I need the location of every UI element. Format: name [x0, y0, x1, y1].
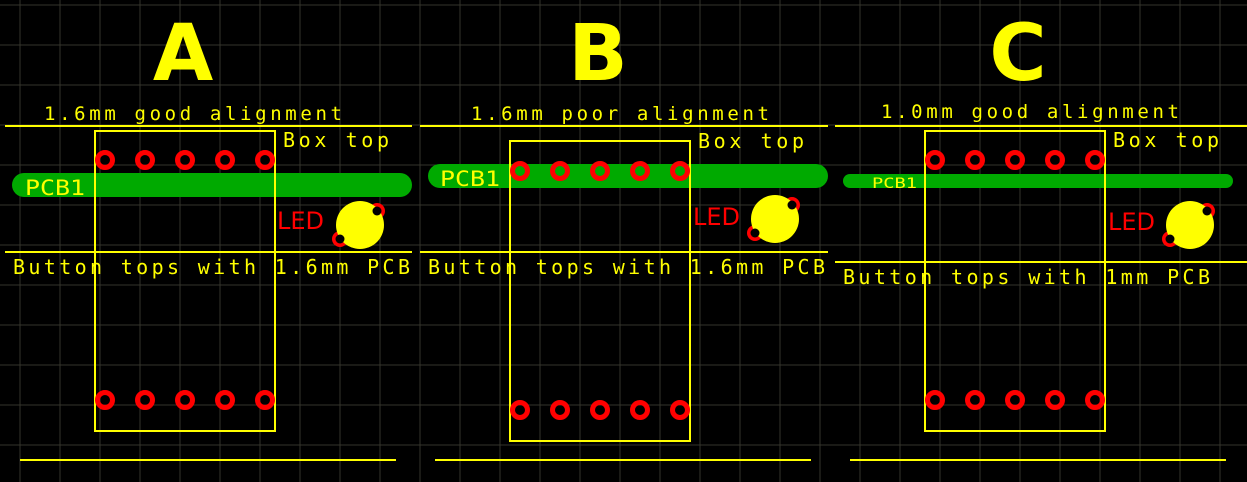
button-box-outline[interactable]: [924, 130, 1106, 432]
button-tops-label: Button tops with 1.6mm PCB: [428, 255, 825, 279]
box-top-label: Box top: [698, 129, 804, 153]
button-pad-top[interactable]: [215, 150, 235, 170]
button-pad-bottom[interactable]: [135, 390, 155, 410]
button-pad-top[interactable]: [1085, 150, 1105, 170]
button-pad-top[interactable]: [630, 161, 650, 181]
button-box-outline[interactable]: [509, 140, 691, 442]
button-pad-top[interactable]: [1005, 150, 1025, 170]
button-pad-top[interactable]: [925, 150, 945, 170]
button-pad-bottom[interactable]: [590, 400, 610, 420]
panel-subtitle: 1.6mm good alignment: [44, 103, 342, 125]
button-pad-top[interactable]: [135, 150, 155, 170]
button-pad-bottom[interactable]: [1045, 390, 1065, 410]
led-hole: [372, 206, 382, 216]
button-pad-bottom[interactable]: [510, 400, 530, 420]
led-component[interactable]: [1162, 201, 1215, 249]
led-hole: [787, 200, 797, 210]
button-pad-bottom[interactable]: [965, 390, 985, 410]
box-top-label: Box top: [283, 128, 389, 152]
led-body: [336, 201, 384, 249]
panel-letter: B: [568, 9, 627, 99]
led-hole: [1165, 234, 1175, 244]
led-hole: [1202, 206, 1212, 216]
button-pad-bottom[interactable]: [215, 390, 235, 410]
button-pad-top[interactable]: [965, 150, 985, 170]
box-top-label: Box top: [1113, 128, 1219, 152]
led-component[interactable]: [332, 201, 385, 249]
pcb-label: PCB1: [25, 176, 85, 200]
button-pad-top[interactable]: [255, 150, 275, 170]
panel-letter: C: [989, 9, 1046, 99]
button-pad-top[interactable]: [95, 150, 115, 170]
button-pad-top[interactable]: [175, 150, 195, 170]
button-pad-top[interactable]: [670, 161, 690, 181]
button-pad-bottom[interactable]: [630, 400, 650, 420]
led-label: LED: [693, 203, 740, 231]
button-pad-bottom[interactable]: [95, 390, 115, 410]
led-body: [1166, 201, 1214, 249]
button-pad-bottom[interactable]: [550, 400, 570, 420]
led-component[interactable]: [747, 195, 800, 243]
button-pad-bottom[interactable]: [1005, 390, 1025, 410]
pcb-label: PCB1: [872, 176, 917, 192]
button-tops-label: Button tops with 1.6mm PCB: [13, 255, 410, 279]
pcb-board[interactable]: [12, 173, 412, 197]
panel-letter: A: [153, 9, 213, 99]
led-label: LED: [277, 207, 324, 235]
button-pad-bottom[interactable]: [925, 390, 945, 410]
button-pad-bottom[interactable]: [670, 400, 690, 420]
led-body: [751, 195, 799, 243]
led-hole: [750, 228, 760, 238]
panel-subtitle: 1.0mm good alignment: [881, 101, 1179, 123]
pcb-label: PCB1: [440, 167, 500, 191]
button-pad-bottom[interactable]: [175, 390, 195, 410]
button-pad-bottom[interactable]: [255, 390, 275, 410]
pcb-board[interactable]: [843, 174, 1233, 188]
button-pad-top[interactable]: [550, 161, 570, 181]
button-pad-top[interactable]: [1045, 150, 1065, 170]
button-box-outline[interactable]: [94, 130, 276, 432]
led-label: LED: [1108, 208, 1155, 236]
button-pad-bottom[interactable]: [1085, 390, 1105, 410]
led-hole: [335, 234, 345, 244]
button-pad-top[interactable]: [590, 161, 610, 181]
button-pad-top[interactable]: [510, 161, 530, 181]
